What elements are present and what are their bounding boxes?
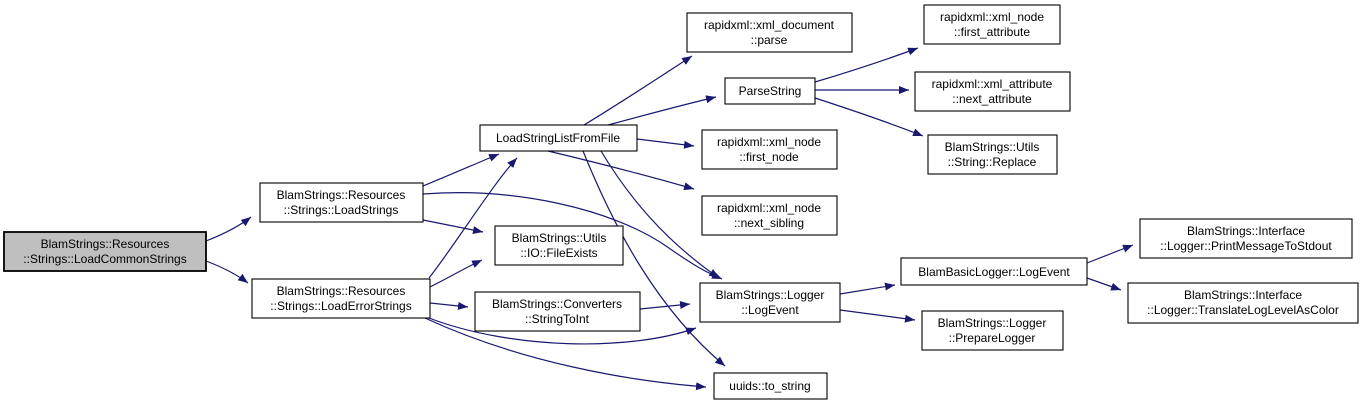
node-box	[701, 129, 838, 170]
edge-load-string-list-from-file-to-uuids-to-string	[582, 150, 726, 367]
edge-load-string-list-from-file-to-parse-string	[607, 95, 717, 126]
node-xml-node-first-node[interactable]: rapidxml::xml_node::first_node	[701, 129, 838, 170]
node-xml-node-next-sibling[interactable]: rapidxml::xml_node::next_sibling	[701, 195, 838, 236]
node-label: rapidxml::xml_document::parse	[704, 18, 835, 47]
node-label: BlamStrings::Resources::Strings::LoadCom…	[23, 237, 186, 266]
node-label: rapidxml::xml_node::first_node	[717, 135, 821, 164]
node-label: BlamStrings::Resources::Strings::LoadErr…	[270, 284, 411, 313]
node-label: BlamStrings::Utils::IO::FileExists	[512, 231, 607, 260]
node-load-strings[interactable]: BlamStrings::Resources::Strings::LoadStr…	[259, 182, 424, 223]
node-xml-attribute-next-attribute[interactable]: rapidxml::xml_attribute::next_attribute	[914, 71, 1071, 112]
node-load-common-strings: BlamStrings::Resources::Strings::LoadCom…	[3, 231, 207, 272]
edge-load-string-list-from-file-to-xml-node-first-node	[636, 138, 695, 149]
edge-parse-string-to-string-replace	[814, 97, 924, 137]
edge-layer	[205, 47, 1134, 391]
node-uuids-to-string[interactable]: uuids::to_string	[713, 372, 828, 400]
node-string-replace[interactable]: BlamStrings::Utils::String::Replace	[927, 134, 1058, 175]
node-label: ParseString	[739, 84, 802, 98]
edge-load-error-strings-to-load-string-list-from-file	[428, 157, 518, 279]
node-box	[251, 278, 431, 319]
node-box	[923, 4, 1061, 45]
edge-blam-basic-logger-log-event-to-print-message-to-stdout	[1086, 244, 1134, 264]
node-string-to-int[interactable]: BlamStrings::Converters::StringToInt	[474, 291, 641, 332]
node-box	[701, 195, 838, 236]
node-label: rapidxml::xml_node::next_sibling	[717, 201, 821, 230]
edge-load-error-strings-to-string-to-int	[429, 301, 469, 310]
edge-load-string-list-from-file-to-logger-log-event	[600, 150, 720, 279]
node-box	[686, 12, 853, 53]
node-box	[921, 310, 1064, 351]
node-box	[474, 291, 641, 332]
node-prepare-logger[interactable]: BlamStrings::Logger::PrepareLogger	[921, 310, 1064, 351]
node-load-string-list-from-file[interactable]: LoadStringListFromFile	[479, 124, 638, 152]
node-file-exists[interactable]: BlamStrings::Utils::IO::FileExists	[494, 225, 624, 266]
node-label: BlamStrings::Utils::String::Replace	[945, 140, 1040, 169]
node-box	[699, 282, 841, 323]
node-print-message-to-stdout[interactable]: BlamStrings::Interface::Logger::PrintMes…	[1139, 218, 1353, 259]
edge-load-string-list-from-file-to-xml-node-next-sibling	[547, 150, 695, 191]
edge-load-strings-to-file-exists	[422, 219, 484, 234]
edge-load-error-strings-to-file-exists	[429, 259, 483, 288]
node-box	[3, 231, 207, 272]
node-label: BlamStrings::Interface::Logger::Translat…	[1147, 288, 1339, 317]
node-box	[1127, 282, 1359, 324]
node-box	[927, 134, 1058, 175]
edge-load-common-strings-to-load-error-strings	[205, 260, 249, 284]
node-label: BlamStrings::Logger::PrepareLogger	[938, 316, 1047, 345]
node-logger-log-event[interactable]: BlamStrings::Logger::LogEvent	[699, 282, 841, 323]
edge-load-string-list-from-file-to-xml-document-parse	[583, 55, 693, 126]
node-label: LoadStringListFromFile	[496, 131, 620, 145]
edge-load-strings-to-load-string-list-from-file	[422, 153, 500, 187]
node-label: rapidxml::xml_attribute::next_attribute	[932, 77, 1053, 106]
edge-logger-log-event-to-blam-basic-logger-log-event	[839, 282, 896, 295]
node-label: BlamBasicLogger::LogEvent	[918, 265, 1070, 279]
node-box	[724, 77, 816, 105]
edge-parse-string-to-xml-node-first-attribute	[814, 47, 919, 83]
node-label: rapidxml::xml_node::first_attribute	[940, 10, 1044, 39]
node-label: BlamStrings::Interface::Logger::PrintMes…	[1160, 224, 1332, 253]
node-translate-log-level-as-color[interactable]: BlamStrings::Interface::Logger::Translat…	[1127, 282, 1359, 324]
edge-blam-basic-logger-log-event-to-translate-log-level-as-color	[1086, 277, 1122, 291]
node-label: BlamStrings::Resources::Strings::LoadStr…	[277, 188, 406, 217]
node-box	[479, 124, 638, 152]
node-label: BlamStrings::Converters::StringToInt	[492, 297, 622, 326]
node-label: BlamStrings::Logger::LogEvent	[716, 288, 825, 317]
node-box	[900, 257, 1088, 286]
edge-load-error-strings-to-uuids-to-string	[424, 317, 707, 391]
node-box	[259, 182, 424, 223]
edge-load-error-strings-to-logger-log-event	[428, 317, 697, 345]
node-box	[914, 71, 1071, 112]
node-box	[1139, 218, 1353, 259]
edge-logger-log-event-to-prepare-logger	[839, 309, 916, 323]
node-box	[713, 372, 828, 400]
node-load-error-strings[interactable]: BlamStrings::Resources::Strings::LoadErr…	[251, 278, 431, 319]
edge-string-to-int-to-logger-log-event	[639, 301, 691, 310]
node-xml-node-first-attribute[interactable]: rapidxml::xml_node::first_attribute	[923, 4, 1061, 45]
node-blam-basic-logger-log-event[interactable]: BlamBasicLogger::LogEvent	[900, 257, 1088, 286]
node-box	[494, 225, 624, 266]
edge-load-strings-to-logger-log-event	[422, 192, 723, 280]
node-xml-document-parse[interactable]: rapidxml::xml_document::parse	[686, 12, 853, 53]
node-parse-string[interactable]: ParseString	[724, 77, 816, 105]
node-label: uuids::to_string	[729, 379, 810, 393]
edge-load-common-strings-to-load-strings	[205, 216, 252, 242]
